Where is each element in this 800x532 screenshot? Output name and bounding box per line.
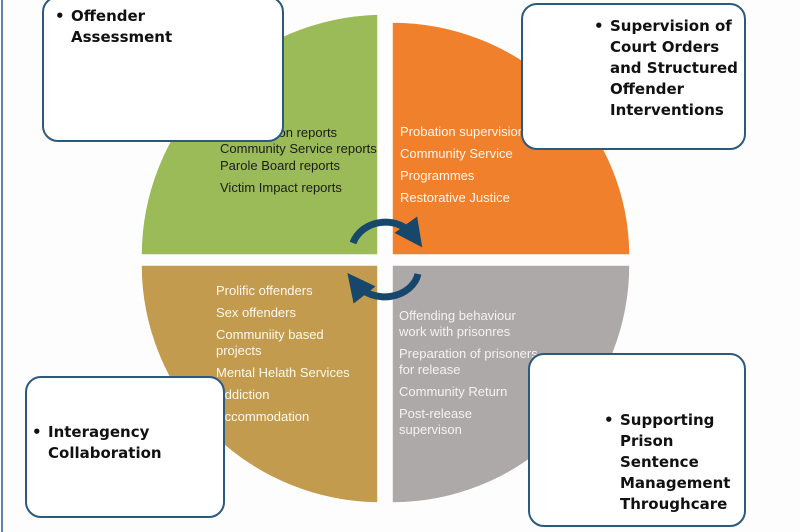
box-line: • Offender: [55, 6, 213, 27]
box-line: Assessment: [71, 28, 173, 46]
label-box-interagency: • Interagency Collaboration: [25, 376, 225, 518]
box-line: Sentence: [620, 453, 699, 471]
quadrant-bottom-right-list: Offending behaviour work with prisonres …: [399, 308, 569, 444]
list-item: Post-release supervison: [399, 406, 472, 437]
list-item: Accommodation: [216, 409, 310, 424]
label-box-text: • Interagency Collaboration: [32, 422, 210, 464]
list-item: Sex offenders: [216, 305, 296, 320]
box-line-text: Supervision of: [610, 17, 732, 35]
cycle-arrow-bottom-icon: [347, 272, 422, 304]
box-line: Court Orders: [610, 38, 720, 56]
box-line: Offender: [610, 80, 685, 98]
list-item: Prolific offenders: [216, 283, 313, 298]
list-item: Communiity based projects: [216, 327, 324, 358]
box-line: • Supporting: [604, 410, 742, 431]
list-item: Probation supervision: [400, 124, 526, 139]
label-box-offender-assessment: • Offender Assessment: [42, 0, 284, 142]
list-item: Victim Impact reports: [220, 180, 342, 195]
box-line-text: Interagency: [48, 423, 150, 441]
box-line: Interventions: [610, 101, 724, 119]
bullet-icon: •: [604, 411, 614, 429]
label-box-text: • Supervision of Court Orders and Structu…: [594, 16, 742, 121]
box-line-text: Offender: [71, 7, 146, 25]
box-line-text: Supporting: [620, 411, 715, 429]
box-line: • Interagency: [32, 422, 210, 443]
label-box-prison-sentence: • Supporting Prison Sentence Management T…: [528, 353, 746, 527]
list-item: Mental Helath Services: [216, 365, 350, 380]
bullet-icon: •: [55, 7, 65, 25]
list-item: Programmes: [400, 168, 475, 183]
list-item: Preparation of prisoners for release: [399, 346, 538, 377]
list-item: Parole Board reports: [220, 158, 340, 173]
list-item: Offending behaviour work with prisonres: [399, 308, 516, 339]
quadrant-bottom-left-list: Prolific offenders Sex offenders Communi…: [216, 283, 381, 431]
list-item: Restorative Justice: [400, 190, 510, 205]
label-box-text: • Offender Assessment: [55, 6, 213, 48]
box-line: Throughcare: [620, 495, 728, 513]
cycle-arrow-top-icon: [349, 216, 423, 248]
list-item: Addiction: [216, 387, 270, 402]
bullet-icon: •: [594, 17, 604, 35]
box-line: and Structured: [610, 59, 738, 77]
box-line: Prison: [620, 432, 674, 450]
label-box-text: • Supporting Prison Sentence Management T…: [604, 410, 742, 515]
quadrant-top-right-list: Probation supervision Community Service …: [400, 124, 570, 212]
list-item: Community Service: [400, 146, 513, 161]
left-edge-rule: [1, 0, 3, 532]
box-line: Management: [620, 474, 731, 492]
list-item: Community Return: [399, 384, 508, 399]
bullet-icon: •: [32, 423, 42, 441]
box-line: Collaboration: [48, 444, 162, 462]
label-box-supervision: • Supervision of Court Orders and Structu…: [521, 3, 746, 150]
box-line: • Supervision of: [594, 16, 742, 37]
